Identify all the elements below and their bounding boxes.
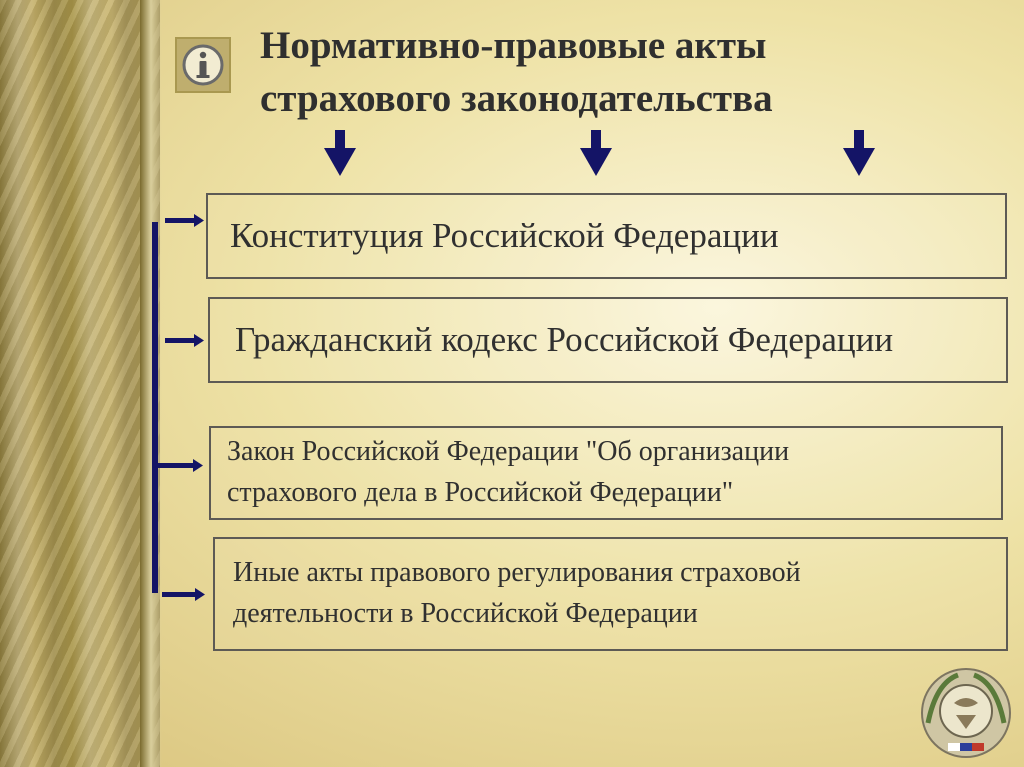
box-text: деятельности в Российской Федерации bbox=[233, 598, 698, 629]
act-box-other-acts: Иные акты правового регулирования страхо… bbox=[213, 537, 1008, 651]
down-arrow-icon bbox=[580, 130, 612, 176]
act-box-constitution: Конституция Российской Федерации bbox=[206, 193, 1007, 279]
down-arrow-icon bbox=[324, 130, 356, 176]
bracket-line bbox=[152, 222, 158, 593]
page-title: Нормативно-правовые акты страхового зако… bbox=[260, 20, 900, 125]
right-arrow-icon bbox=[162, 588, 205, 601]
down-arrow-icon bbox=[843, 130, 875, 176]
right-arrow-icon bbox=[165, 214, 204, 227]
box-text: Гражданский кодекс Российской Федерации bbox=[235, 320, 894, 359]
decorative-column bbox=[0, 0, 160, 767]
box-text: Иные акты правового регулирования страхо… bbox=[233, 557, 801, 589]
emblem-logo bbox=[921, 668, 1011, 758]
info-icon bbox=[175, 37, 231, 93]
box-text: Конституция Российской Федерации bbox=[230, 216, 779, 255]
act-box-insurance-law: Закон Российской Федерации "Об организац… bbox=[209, 426, 1003, 520]
right-arrow-icon bbox=[158, 459, 203, 472]
box-text: страхового дела в Российской Федерации" bbox=[227, 477, 734, 508]
title-line-2: страхового законодательства bbox=[260, 76, 773, 120]
right-arrow-icon bbox=[165, 334, 204, 347]
box-text: Закон Российской Федерации "Об организац… bbox=[227, 436, 790, 468]
title-line-1: Нормативно-правовые акты bbox=[260, 24, 767, 67]
act-box-civil-code: Гражданский кодекс Российской Федерации bbox=[208, 297, 1008, 383]
